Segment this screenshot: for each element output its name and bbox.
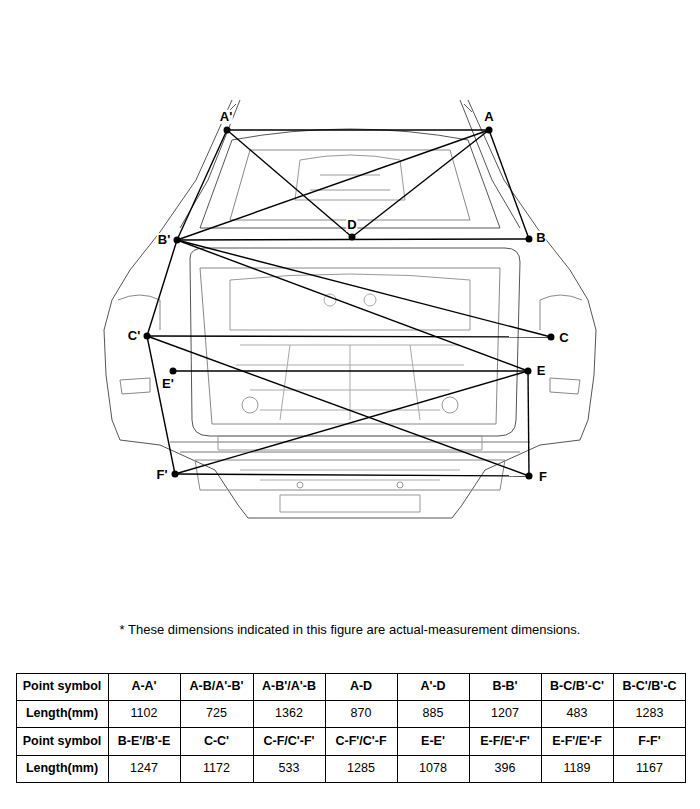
point-label: A [483, 110, 494, 124]
table-cell: B-E'/B'-E [118, 735, 170, 749]
point-label: B [535, 231, 546, 245]
table-cell: 1207 [491, 707, 519, 721]
table-cell: B-B' [492, 680, 517, 694]
table-cell: A-B/A'-B' [190, 680, 244, 694]
table-cell: 1172 [203, 762, 230, 776]
note-text: * These dimensions indicated in this fig… [120, 623, 581, 637]
table-cell: 1102 [131, 707, 158, 721]
table-cell: 396 [495, 762, 516, 776]
table-cell: E-F'/E'-F [552, 735, 602, 749]
table-cell: E-E' [421, 735, 445, 749]
table-cell: 725 [206, 707, 227, 721]
table-cell: Point symbol [23, 735, 101, 749]
point-label: C' [127, 329, 141, 343]
point-label: F [538, 470, 548, 484]
table-cell: 1247 [130, 762, 158, 776]
table-cell: F-F' [638, 735, 660, 749]
table-cell: C-C' [204, 735, 229, 749]
table-cell: B-C'/B'-C [623, 680, 677, 694]
table-cell: 1189 [564, 762, 591, 776]
point-label: A' [219, 110, 233, 124]
table-cell: 1078 [419, 762, 447, 776]
point-label: B' [157, 233, 171, 247]
table-cell: 1362 [275, 707, 303, 721]
table-cell: 1285 [347, 762, 375, 776]
table-cell: 870 [351, 707, 372, 721]
table-cell: A-A' [131, 680, 156, 694]
table-cell: C-F/C'-F' [263, 735, 314, 749]
point-label: C [558, 331, 569, 345]
table-cell: Length(mm) [26, 762, 98, 776]
point-label: D [346, 218, 357, 232]
table-cell: A'-D [420, 680, 445, 694]
table-cell: 1283 [636, 707, 664, 721]
table-cell: C-F'/C'-F [335, 735, 386, 749]
point-label: E' [161, 377, 175, 391]
table-cell: Point symbol [23, 680, 101, 694]
table-cell: E-F/E'-F' [480, 735, 530, 749]
table-cell: Length(mm) [26, 707, 98, 721]
table-cell: A-D [350, 680, 372, 694]
table-cell: A-B'/A'-B [262, 680, 316, 694]
table-cell: B-C/B'-C' [550, 680, 604, 694]
table-cell: 483 [567, 707, 588, 721]
table-cell: 885 [423, 707, 444, 721]
table-cell: 533 [279, 762, 300, 776]
point-label: E [536, 364, 547, 378]
point-label: F' [155, 468, 168, 482]
table-cell: 1167 [636, 762, 663, 776]
